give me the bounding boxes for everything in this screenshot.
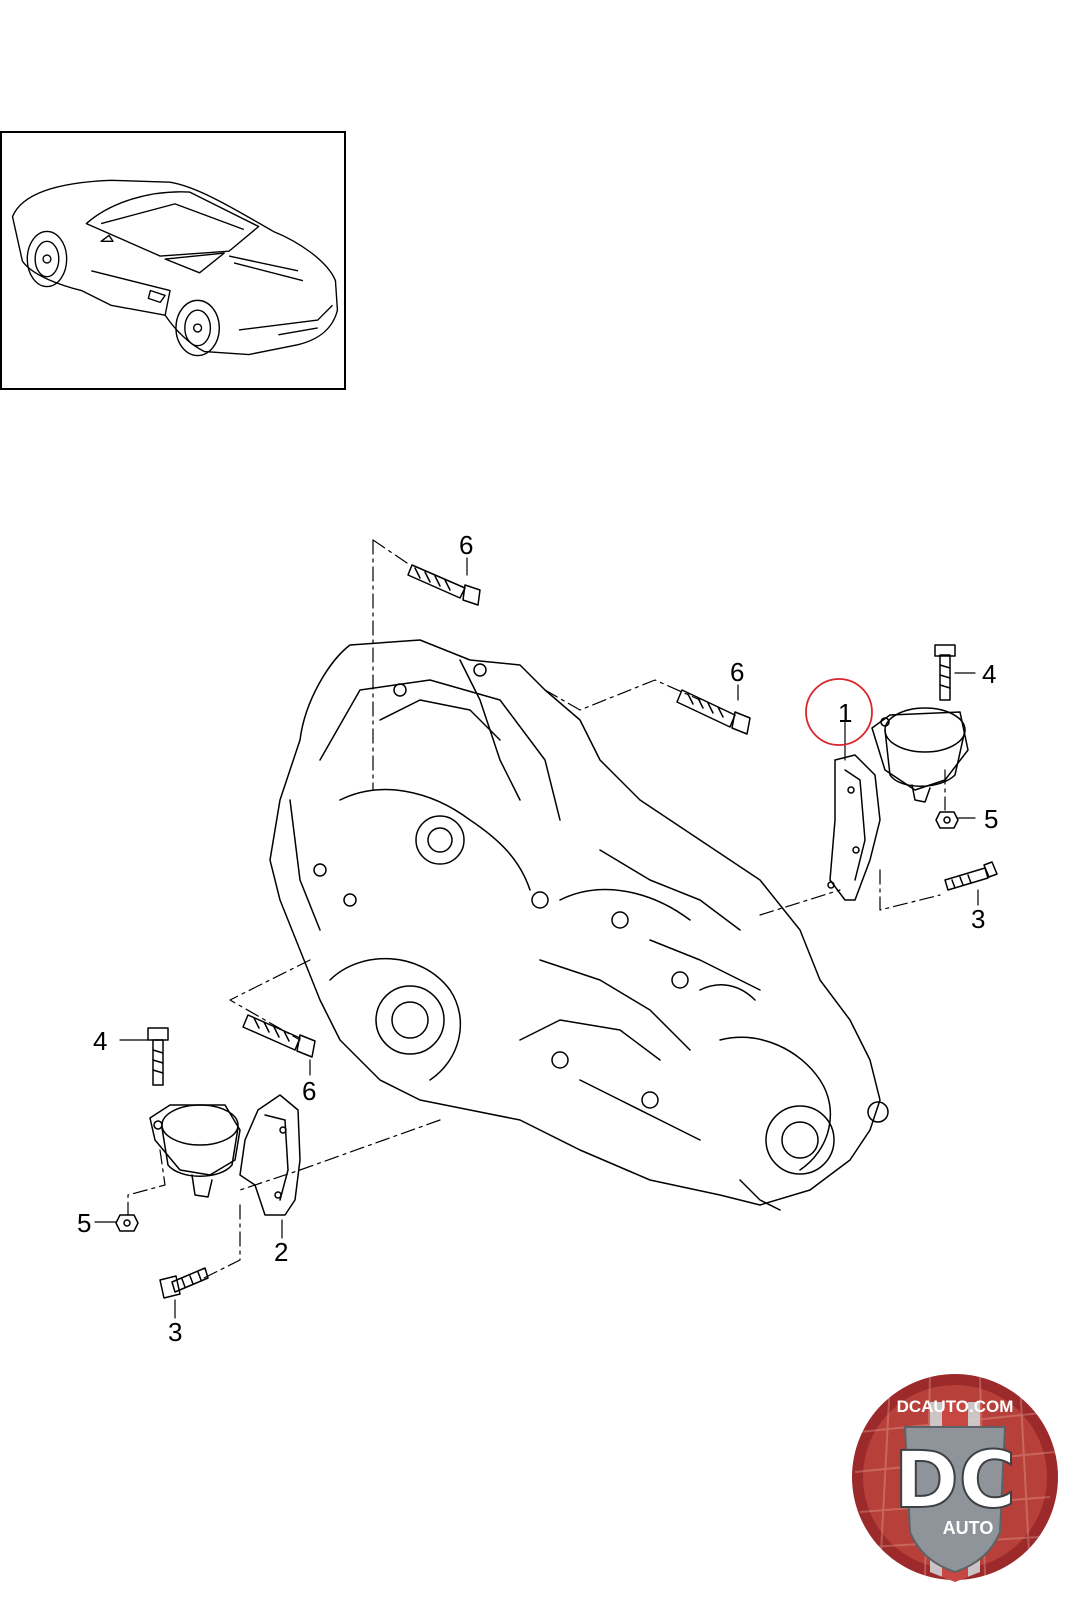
callout-4-left: 4: [93, 1026, 107, 1056]
bolt-6-left: [242, 1014, 316, 1058]
mount-1-assembly: [827, 644, 998, 901]
callout-3-left: 3: [168, 1317, 182, 1347]
mount-2-assembly: [115, 1027, 301, 1299]
dcauto-logo: DCAUTO.COM DC AUTO: [852, 1374, 1058, 1582]
callout-6-right: 6: [730, 657, 744, 687]
callout-4-right: 4: [982, 659, 996, 689]
logo-sub-text: AUTO: [943, 1518, 994, 1538]
highlight-circle: [805, 678, 873, 746]
vehicle-thumbnail: [0, 131, 346, 390]
callout-6-left: 6: [302, 1076, 316, 1106]
transmission-housing: [269, 639, 889, 1211]
callout-2: 2: [274, 1237, 288, 1267]
callout-3-right: 3: [971, 904, 985, 934]
logo-top-text: DCAUTO.COM: [897, 1397, 1014, 1416]
callout-5-right: 5: [984, 804, 998, 834]
callout-5-left: 5: [77, 1208, 91, 1238]
callout-leaders: [94, 557, 979, 1319]
callout-6-top: 6: [459, 530, 473, 560]
logo-main-text: DC: [894, 1436, 1016, 1526]
car-illustration: [11, 179, 339, 357]
callout-1: 1: [838, 698, 852, 728]
bolt-6-top: [407, 564, 481, 606]
bolt-6-right: [676, 689, 751, 735]
leader-lines: [127, 539, 946, 1281]
